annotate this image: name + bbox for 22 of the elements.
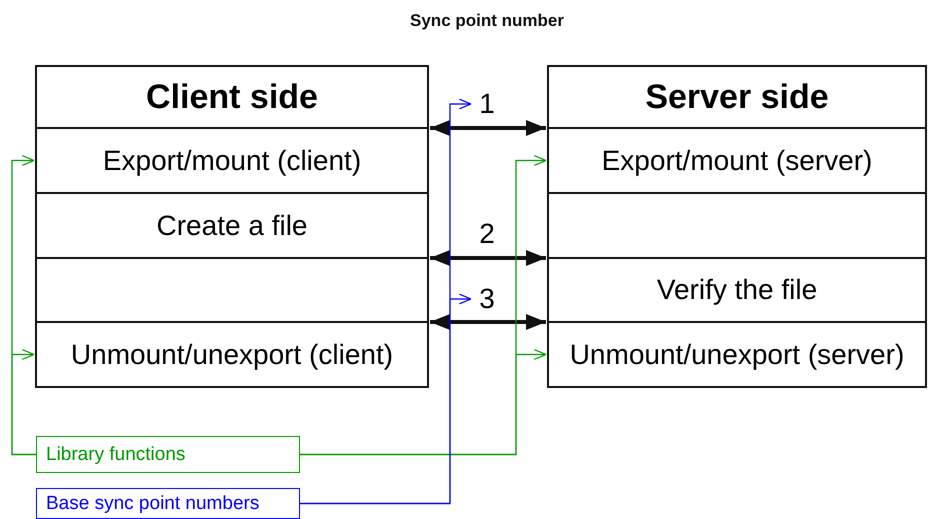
sync-arrow bbox=[430, 314, 546, 330]
step-box: Unmount/unexport (server) bbox=[547, 321, 927, 388]
step-box: Verify the file bbox=[547, 257, 927, 323]
empty-step-box bbox=[35, 257, 429, 323]
empty-step-box bbox=[547, 192, 927, 259]
column-heading: Sync point number bbox=[409, 10, 565, 31]
sync-arrow bbox=[430, 250, 546, 266]
sync-point-number: 1 bbox=[472, 86, 502, 122]
step-box: Export/mount (client) bbox=[35, 127, 429, 194]
legend-note-box: Base sync point numbers bbox=[36, 488, 300, 519]
step-box: Create a file bbox=[35, 192, 429, 259]
step-box: Export/mount (server) bbox=[547, 127, 927, 194]
legend-note-box: Library functions bbox=[36, 436, 300, 473]
sync-point-number: 2 bbox=[472, 216, 502, 252]
column-header: Client side bbox=[35, 65, 429, 129]
leader-line bbox=[300, 348, 547, 456]
step-box: Unmount/unexport (client) bbox=[35, 321, 429, 388]
sync-arrow bbox=[430, 120, 546, 136]
column-header: Server side bbox=[547, 65, 927, 129]
sync-point-number: 3 bbox=[472, 281, 502, 317]
leader-line bbox=[11, 348, 36, 456]
leader-line bbox=[300, 293, 472, 504]
